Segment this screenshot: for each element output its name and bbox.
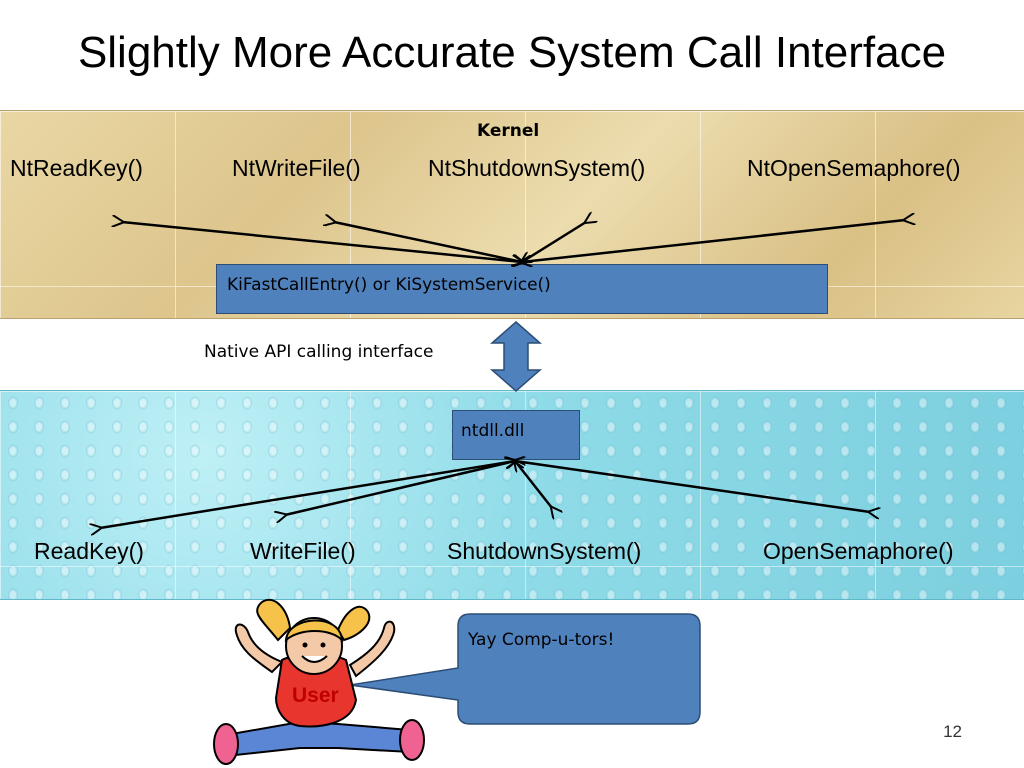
user-figure-label: User — [292, 684, 339, 707]
arrow-ntopensemaphore — [522, 220, 905, 262]
arrow-ntwritefile — [334, 222, 522, 262]
kernel-fn-ntopensemaphore: NtOpenSemaphore() — [747, 155, 961, 181]
dispatcher-label: KiFastCallEntry() or KiSystemService() — [227, 275, 551, 295]
kernel-label: Kernel — [477, 121, 540, 141]
arrow-opensemaphore — [515, 461, 870, 512]
kernel-fn-ntwritefile: NtWriteFile() — [232, 155, 361, 181]
ntdll-label: ntdll.dll — [461, 421, 525, 441]
slide-title: Slightly More Accurate System Call Inter… — [77, 28, 947, 77]
arrow-writefile — [285, 461, 515, 515]
arrow-readkey — [100, 461, 515, 528]
user-fn-readkey: ReadKey() — [34, 538, 144, 564]
user-fn-shutdownsystem: ShutdownSystem() — [447, 538, 642, 564]
user-fn-opensemaphore: OpenSemaphore() — [763, 538, 954, 564]
speech-bubble-text: Yay Comp-u-tors! — [468, 630, 615, 650]
interface-label: Native API calling interface — [204, 342, 434, 362]
kernel-fn-ntshutdownsystem: NtShutdownSystem() — [428, 155, 646, 181]
user-fn-writefile: WriteFile() — [250, 538, 356, 564]
page-number: 12 — [943, 722, 962, 741]
kernel-fn-ntreadkey: NtReadKey() — [10, 155, 143, 181]
speech-bubble — [349, 613, 701, 725]
arrow-ntreadkey — [122, 222, 522, 262]
user-figure-icon — [213, 599, 425, 765]
arrow-shutdownsystem — [515, 461, 552, 508]
native-api-double-arrow — [490, 321, 542, 392]
dispatcher-box: KiFastCallEntry() or KiSystemService() — [216, 264, 828, 314]
ntdll-box: ntdll.dll — [452, 410, 580, 460]
